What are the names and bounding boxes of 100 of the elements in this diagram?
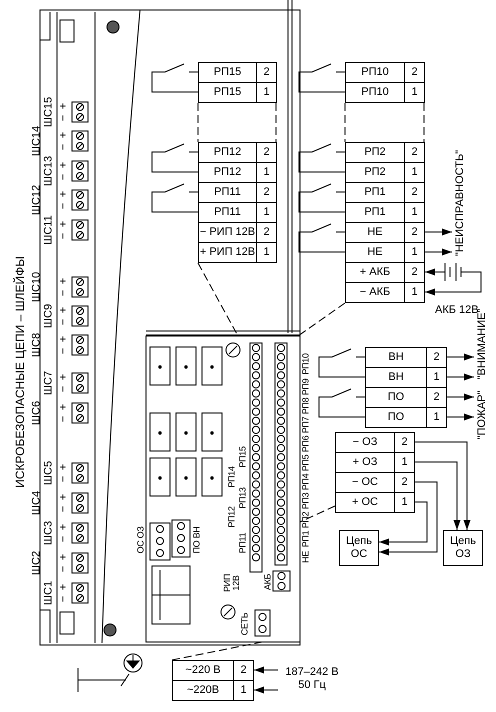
terminal-number: 1 xyxy=(400,495,409,510)
board-label: РП15 xyxy=(238,446,248,468)
arrow xyxy=(424,228,452,236)
circuit-board-drawing xyxy=(146,336,300,642)
terminal-number: 2 xyxy=(410,65,419,80)
board-label: СЕТЬ xyxy=(240,612,250,636)
loop-label: ШС9 xyxy=(44,304,54,328)
terminal-row xyxy=(198,162,277,183)
terminal-number: 1 xyxy=(410,245,419,260)
arrow xyxy=(424,268,435,276)
polarity-label: + xyxy=(58,374,70,380)
terminal-row xyxy=(198,82,277,103)
terminal-number: 2 xyxy=(262,145,271,160)
terminal-row xyxy=(198,142,277,163)
polarity-label: + xyxy=(58,524,70,530)
terminal-number: 2 xyxy=(410,185,419,200)
terminal-number: 2 xyxy=(400,435,409,450)
polarity-label: + xyxy=(58,336,70,342)
terminal-row xyxy=(345,162,425,183)
polarity-label: − xyxy=(58,202,70,210)
arrow xyxy=(378,482,438,556)
loop-label: ШС14 xyxy=(32,126,42,156)
loop-label: ШС6 xyxy=(32,400,42,426)
arrow xyxy=(424,288,435,296)
polarity-label: + xyxy=(58,404,70,410)
arrow xyxy=(414,462,460,530)
board-label: РП4 xyxy=(302,474,310,490)
terminal-row xyxy=(365,407,447,428)
terminal-row xyxy=(345,62,425,83)
terminal-number: 1 xyxy=(262,165,271,180)
loop-label: ШС12 xyxy=(32,184,42,216)
terminal-row xyxy=(172,660,254,681)
terminal-row xyxy=(365,347,447,368)
terminal-number: 1 xyxy=(410,85,419,100)
arrow xyxy=(446,394,474,400)
terminal-row xyxy=(345,222,425,243)
terminal-row xyxy=(198,222,277,243)
terminal-number: 2 xyxy=(410,145,419,160)
terminal-row xyxy=(335,432,415,453)
board-label: РИП 12В xyxy=(223,572,241,594)
title-label: ИСКРОБЕЗОПАСНЫЕ ЦЕПИ – ШЛЕЙФЫ xyxy=(14,256,26,488)
terminal-number: 1 xyxy=(400,455,409,470)
polarity-label: + xyxy=(58,220,70,228)
loop-label: ШС7 xyxy=(44,370,54,396)
board-label: РП7 xyxy=(302,416,310,434)
terminal-row xyxy=(198,202,277,223)
board-label: РП14 xyxy=(228,466,236,488)
terminal-number: 2 xyxy=(400,475,409,490)
terminal-number: 1 xyxy=(410,205,419,220)
polarity-label: + xyxy=(58,190,70,198)
polarity-label: − xyxy=(58,348,70,354)
circuit-box: Цепь ОС xyxy=(339,530,379,566)
terminal-label: РП10 xyxy=(346,83,405,102)
polarity-label: + xyxy=(58,306,70,314)
terminal-label: ~220В xyxy=(173,681,234,700)
terminal-row xyxy=(198,62,277,83)
polarity-label: − xyxy=(58,144,70,150)
terminal-row xyxy=(198,182,277,203)
terminal-number: 1 xyxy=(432,410,441,425)
terminal-number: 1 xyxy=(432,370,441,385)
board-label: РП2 xyxy=(302,512,310,528)
polarity-label: + xyxy=(58,132,70,138)
terminal-row xyxy=(198,242,277,263)
loop-label: ШС4 xyxy=(32,490,42,516)
polarity-label: − xyxy=(58,416,70,422)
loop-label: ШС3 xyxy=(44,520,54,546)
loop-label: ШС2 xyxy=(32,550,42,576)
terminal-row xyxy=(345,282,425,303)
polarity-label: − xyxy=(58,476,70,482)
board-label: РП9 xyxy=(302,378,310,396)
terminal-row xyxy=(335,492,415,513)
polarity-label: − xyxy=(58,290,70,296)
terminal-label: + ОС xyxy=(336,493,395,512)
polarity-label: + xyxy=(58,102,70,110)
signal-label: "ВНИМАНИЕ" xyxy=(476,308,488,380)
terminal-row xyxy=(345,142,425,163)
polarity-label: − xyxy=(58,536,70,542)
loop-label: ШС10 xyxy=(32,272,42,302)
terminal-row xyxy=(345,202,425,223)
terminal-number: 2 xyxy=(432,390,441,405)
terminal-number: 2 xyxy=(239,663,248,678)
board-label: РП6 xyxy=(302,436,310,452)
terminal-row xyxy=(335,452,415,473)
board-label: ПО ВН xyxy=(192,526,202,554)
terminal-label: − АКБ xyxy=(346,283,405,302)
loop-label: ШС13 xyxy=(44,156,54,186)
board-label: РП10 xyxy=(302,353,310,375)
terminal-number: 1 xyxy=(262,245,271,260)
terminal-number: 2 xyxy=(262,185,271,200)
polarity-label: + xyxy=(58,464,70,470)
polarity-label: + xyxy=(58,584,70,590)
circuit-box: Цепь ОЗ xyxy=(443,530,483,566)
arrow xyxy=(446,354,474,360)
board-label: РП1 xyxy=(302,530,310,548)
terminal-number: 2 xyxy=(432,350,441,365)
polarity-label: − xyxy=(58,506,70,512)
loop-label: ШС8 xyxy=(32,332,42,358)
polarity-label: + xyxy=(58,278,70,284)
board-label: АКБ xyxy=(264,574,272,590)
polarity-label: − xyxy=(58,232,70,240)
